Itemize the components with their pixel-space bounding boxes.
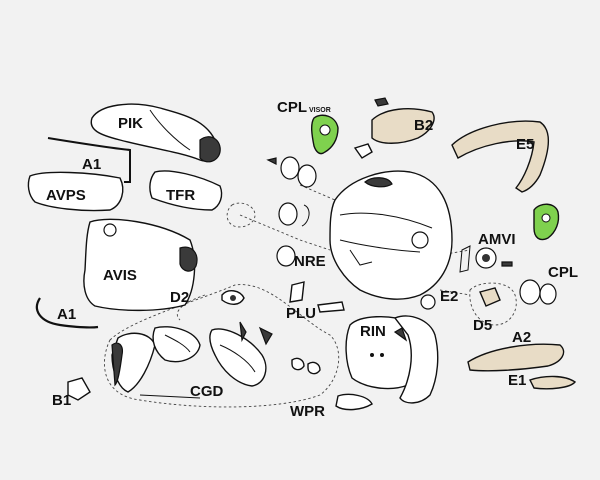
label-avps: AVPS [46,187,86,204]
label-d2: D2 [170,289,190,306]
label-cpl-visor-main: CPL [277,99,307,116]
plu-part [289,281,345,313]
label-e1: E1 [508,372,527,389]
avis-visor-part [83,218,198,312]
b1-small-part [67,377,91,401]
tfr-visor-part [149,170,223,211]
label-a1-bottom: A1 [57,306,77,323]
a2-e1-trim-parts [467,343,577,390]
label-e5: E5 [516,136,535,153]
label-b2: B2 [414,117,434,134]
a1-seal-strip-bottom [35,297,99,329]
cpl-right-green-part [533,203,560,241]
label-wpr: WPR [290,403,325,420]
helmet-shell [329,170,453,300]
label-d5: D5 [473,317,493,334]
label-tfr: TFR [166,187,196,204]
label-b1: B1 [52,392,72,409]
pik-peak-part [90,103,221,163]
b2-part [353,97,435,159]
e2-part [420,294,436,310]
cpl-right-rings [519,279,557,305]
label-cpl: CPL [548,264,578,281]
label-cgd: CGD [190,383,224,400]
d2-mechanism-part [221,290,245,305]
cpl-visor-part [311,114,339,155]
wpr-part [335,393,373,411]
avps-visor-part [27,171,124,212]
cgd-padding-set [111,321,321,399]
label-a2: A2 [512,329,532,346]
d5-part [479,287,501,307]
a1-seal-strip-top [47,137,131,183]
amvi-mechanism-parts [459,245,513,273]
label-pik: PIK [118,115,144,132]
label-cpl-visor-sub: VISOR [309,107,331,114]
e5-trim-part [451,120,549,193]
label-avis: AVIS [103,267,137,284]
label-nre: NRE [294,253,326,270]
label-e2: E2 [440,288,459,305]
rin-inner-liner [345,315,439,404]
label-amvi: AMVI [478,231,516,248]
nre-small-parts [266,156,317,267]
label-plu: PLU [286,305,316,322]
label-rin: RIN [360,323,386,340]
label-a1-top: A1 [82,156,102,173]
